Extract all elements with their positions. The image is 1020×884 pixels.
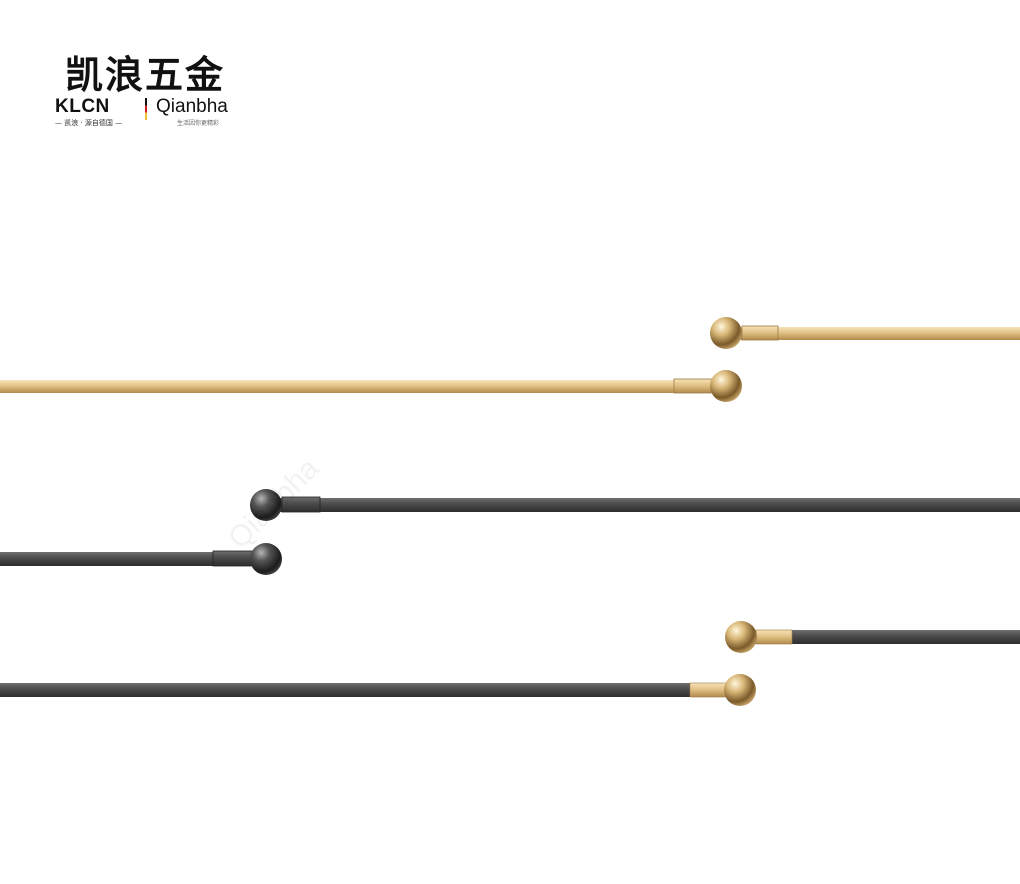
black-rod-right bbox=[250, 489, 1020, 521]
black-finial-ball bbox=[250, 543, 282, 575]
black-rod-left bbox=[0, 543, 282, 575]
brand-logo-row: KLCN Qianbha bbox=[55, 96, 255, 122]
gold-rod-left bbox=[0, 370, 742, 402]
gold-finial-ball bbox=[725, 621, 757, 653]
brand-divider bbox=[145, 98, 147, 120]
black-gold-rod-right bbox=[725, 621, 1020, 653]
brand-logo: 凯浪五金 KLCN Qianbha — 凯浪 · 源自德国 — 生活因你更精彩 bbox=[55, 44, 255, 128]
brand-tagline-left: — 凯浪 · 源自德国 — bbox=[55, 119, 123, 127]
gold-finial-ball bbox=[724, 674, 756, 706]
gold-finial-ball bbox=[710, 317, 742, 349]
gold-rod-right bbox=[710, 317, 1020, 349]
brand-tagline-right: 生活因你更精彩 bbox=[177, 120, 220, 127]
brand-chinese-name: 凯浪五金 bbox=[65, 53, 226, 97]
gold-finial-ball bbox=[710, 370, 742, 402]
black-finial-ball bbox=[250, 489, 282, 521]
black-gold-rod-left bbox=[0, 674, 756, 706]
brand-qianbha: Qianbha bbox=[156, 96, 228, 117]
brand-klcn: KLCN bbox=[55, 96, 110, 117]
